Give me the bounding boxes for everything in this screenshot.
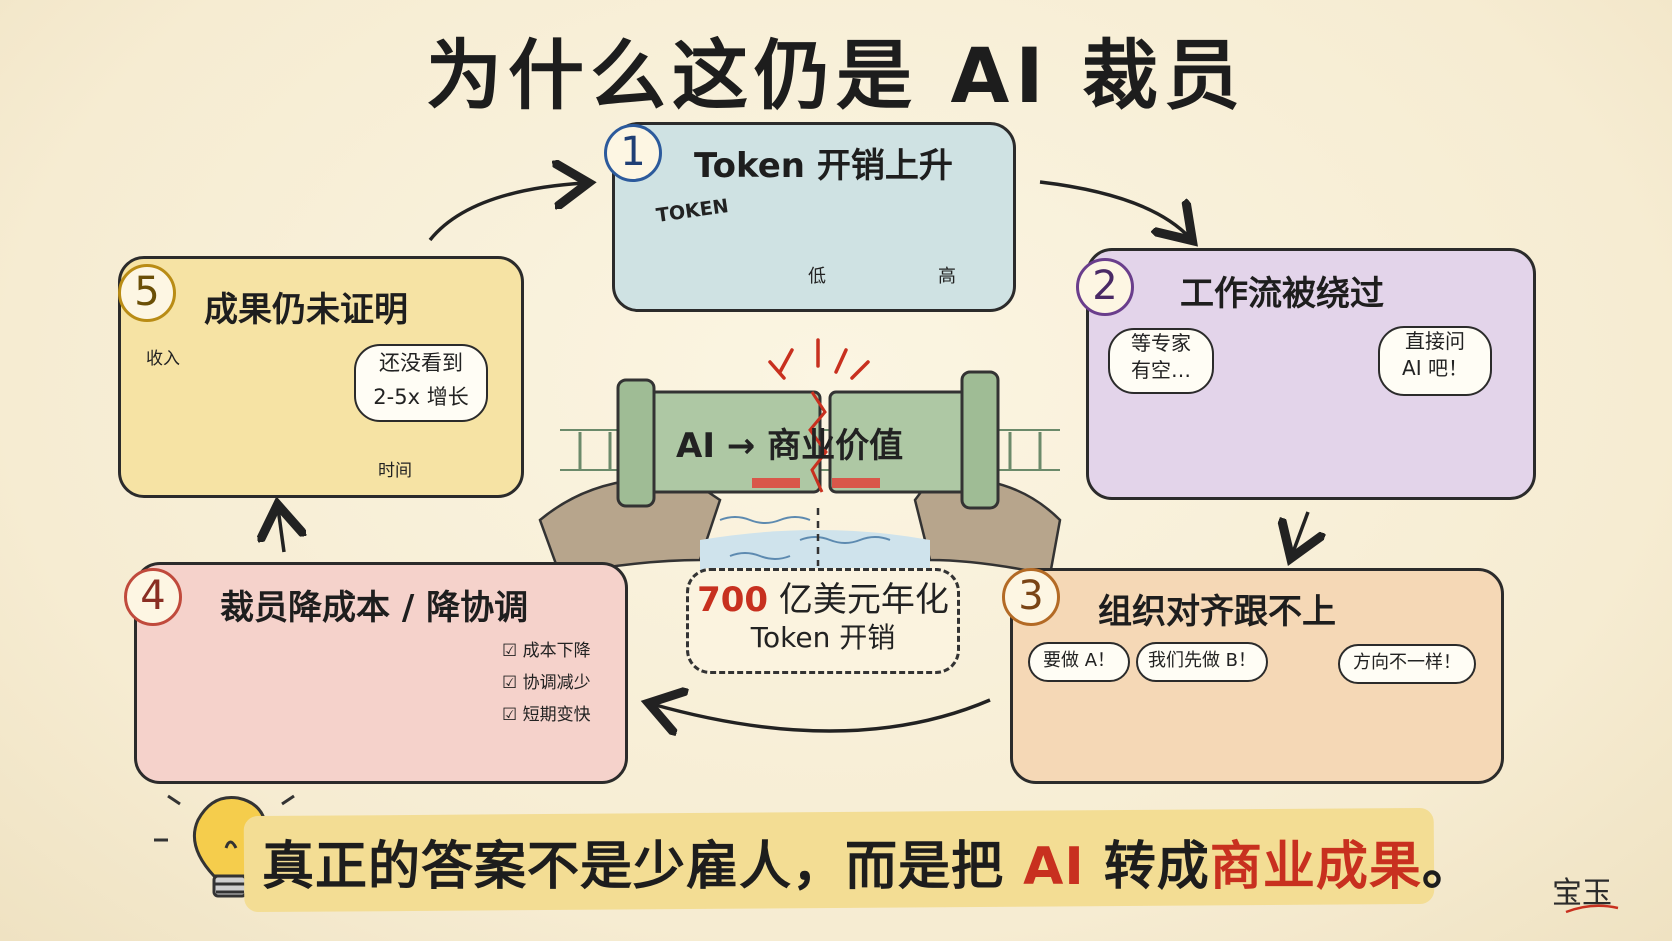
gauge-low-label: 低 <box>808 266 826 287</box>
gauge-high-label: 高 <box>938 266 956 287</box>
speech-bubble-no-growth: 还没看到 2-5x 增长 <box>354 344 488 422</box>
annual-token-cost-callout: 700 亿美元年化 Token 开销 <box>686 568 960 674</box>
signature-flourish <box>1565 904 1619 914</box>
speech-bubble-do-a: 要做 A！ <box>1028 642 1130 682</box>
step-5-title: 成果仍未证明 <box>204 290 408 330</box>
answer-part-5: 。 <box>1421 837 1475 897</box>
check-item-faster-label: 短期变快 <box>522 705 591 725</box>
chart-x-label: 时间 <box>378 461 412 481</box>
broken-bridge-illustration <box>538 338 1062 577</box>
step-1-title: Token 开销上升 <box>694 146 953 186</box>
arrow-4-to-5 <box>278 508 284 553</box>
answer-part-1: 真正的答案不是少雇人，而是把 <box>262 837 1024 897</box>
arrow-3-to-4 <box>652 700 991 731</box>
arrow-1-to-2 <box>1039 180 1190 238</box>
cost-amount: 700 <box>697 580 769 620</box>
check-item-cost: ☑ 成本下降 <box>502 641 591 661</box>
speech-bubble-do-b: 我们先做 B！ <box>1136 642 1268 682</box>
arrow-5-to-1 <box>428 183 585 242</box>
answer-part-business-results: 商业成果 <box>1209 837 1422 897</box>
cost-unit: 亿美元年化 <box>778 580 949 620</box>
bridge-sign: AI → 商业价值 <box>676 426 904 466</box>
speech-bubble-ask-ai: 直接问 AI 吧！ <box>1378 326 1492 396</box>
step-1-token-cost-card <box>612 122 1016 312</box>
step-4-layoffs-card <box>134 562 628 784</box>
author-signature: 宝玉 <box>1552 876 1612 911</box>
step-2-number: 2 <box>1076 258 1134 316</box>
speech-bubble-different-direction: 方向不一样！ <box>1338 644 1476 684</box>
cost-line-1: 700 亿美元年化 <box>689 579 957 621</box>
page-title: 为什么这仍是 AI 裁员 <box>425 31 1246 120</box>
step-4-title: 裁员降成本 / 降协调 <box>220 588 529 628</box>
step-2-title: 工作流被绕过 <box>1180 274 1384 314</box>
arrow-2-to-3 <box>1292 511 1308 555</box>
step-1-number: 1 <box>604 124 662 182</box>
answer-part-ai: AI <box>1023 837 1085 897</box>
answer-part-3: 转成 <box>1084 837 1210 897</box>
check-item-faster: ☑ 短期变快 <box>502 705 591 725</box>
check-item-coordination-label: 协调减少 <box>522 673 591 693</box>
check-item-cost-label: 成本下降 <box>522 641 591 661</box>
speech-bubble-wait-expert: 等专家 有空… <box>1108 328 1214 394</box>
step-3-title: 组织对齐跟不上 <box>1098 592 1336 632</box>
cost-line-2: Token 开销 <box>750 621 896 654</box>
check-item-coordination: ☑ 协调减少 <box>502 673 591 693</box>
key-answer: 真正的答案不是少雇人，而是把 AI 转成商业成果。 <box>262 824 1475 899</box>
step-5-number: 5 <box>118 264 176 322</box>
step-4-number: 4 <box>124 568 182 626</box>
chart-y-label: 收入 <box>146 349 180 369</box>
step-3-number: 3 <box>1002 568 1060 626</box>
